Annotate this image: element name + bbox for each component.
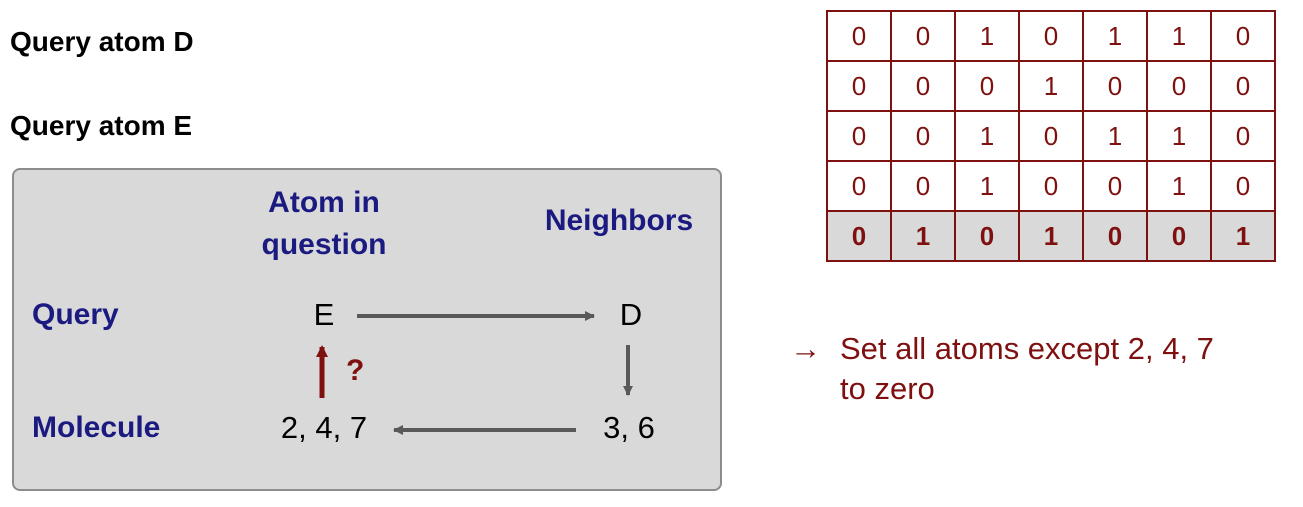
column-header-atom-line2: question — [261, 228, 387, 261]
matrix-cell: 0 — [1210, 60, 1276, 112]
matrix-cell: 0 — [826, 60, 892, 112]
matrix-cell: 0 — [890, 160, 956, 212]
panel-arrows — [316, 311, 633, 435]
matrix-result-cell: 1 — [890, 210, 956, 262]
heading-query-atom-d: Query atom D — [10, 26, 194, 57]
mapping-panel: Atom in question Neighbors Query Molecul… — [12, 168, 722, 491]
matrix-cell: 0 — [1210, 110, 1276, 162]
matrix-cell: 0 — [890, 110, 956, 162]
matrix-cell: 0 — [890, 60, 956, 112]
note-line2: to zero — [840, 371, 935, 406]
matrix-cell: 1 — [1146, 110, 1212, 162]
matrix-cell: 1 — [954, 160, 1020, 212]
row-label-molecule: Molecule — [32, 411, 161, 444]
matrix-result-cell: 0 — [1082, 210, 1148, 262]
matrix-result-cell: 1 — [1018, 210, 1084, 262]
matrix-cell: 0 — [1018, 160, 1084, 212]
matrix-cell: 0 — [1082, 160, 1148, 212]
matrix-cell: 0 — [1210, 160, 1276, 212]
matrix-result-cell: 1 — [1210, 210, 1276, 262]
query-atom-node: E — [313, 297, 335, 332]
right-arrow-icon: → — [790, 331, 821, 366]
molecule-atoms-node: 2, 4, 7 — [280, 410, 368, 445]
question-mark: ? — [346, 354, 365, 387]
matrix-cell: 1 — [954, 110, 1020, 162]
matrix-cell: 0 — [1146, 60, 1212, 112]
column-header-atom-in-question: Atom in question — [244, 182, 404, 266]
matrix-cell: 0 — [1210, 10, 1276, 62]
matrix-result-cell: 0 — [1146, 210, 1212, 262]
row-label-query: Query — [32, 298, 119, 331]
query-neighbor-node: D — [619, 297, 643, 332]
matrix-cell: 0 — [954, 60, 1020, 112]
matrix-cell: 1 — [1146, 10, 1212, 62]
matrix-cell: 1 — [1146, 160, 1212, 212]
matrix-cell: 1 — [954, 10, 1020, 62]
matrix-result-cell: 0 — [954, 210, 1020, 262]
matrix-result-cell: 0 — [826, 210, 892, 262]
matrix-cell: 0 — [826, 10, 892, 62]
matrix-cell: 0 — [826, 110, 892, 162]
molecule-neighbors-node: 3, 6 — [603, 410, 655, 445]
note-text: Set all atoms except 2, 4, 7 to zero — [840, 329, 1280, 409]
matrix-cell: 1 — [1082, 10, 1148, 62]
matrix-cell: 0 — [826, 160, 892, 212]
column-header-neighbors: Neighbors — [544, 204, 694, 237]
heading-query-atom-e: Query atom E — [10, 110, 193, 141]
matrix-cell: 0 — [890, 10, 956, 62]
column-header-atom-line1: Atom in — [268, 186, 380, 219]
note-line1: Set all atoms except 2, 4, 7 — [840, 331, 1214, 366]
matrix-cell: 1 — [1082, 110, 1148, 162]
matrix-cell: 1 — [1018, 60, 1084, 112]
matrix-cell: 0 — [1018, 110, 1084, 162]
matrix-cell: 0 — [1018, 10, 1084, 62]
matrix-cell: 0 — [1082, 60, 1148, 112]
